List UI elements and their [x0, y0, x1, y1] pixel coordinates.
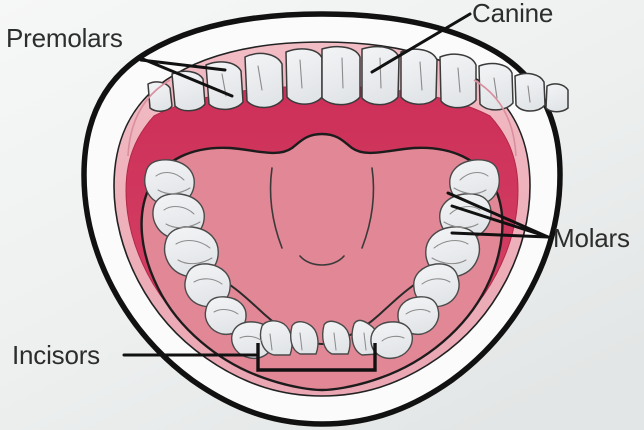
tooth-upper-L-far	[147, 81, 173, 112]
label-molars: Molars	[553, 223, 630, 253]
lower-teeth-cusps	[155, 171, 489, 351]
tooth-upper-R-premolar1	[478, 62, 514, 111]
tooth-upper-R-canine	[439, 53, 477, 109]
lower-teeth-left	[144, 159, 274, 360]
label-incisors: Incisors	[12, 340, 100, 370]
gum-shadow-lines	[127, 79, 517, 157]
leader-molars-1	[446, 191, 550, 239]
incisors-bracket	[256, 343, 377, 372]
tooth-upper-L-central-incisor	[321, 45, 361, 106]
tongue-crease-right	[361, 167, 375, 249]
tooth-lower-incisor-R1	[322, 320, 351, 355]
tooth-upper-L-lateral-incisor	[285, 48, 323, 105]
tooth-upper-R-far	[545, 83, 569, 113]
tooth-lower-R-premolar1	[397, 296, 440, 336]
tooth-upper-R-lateral-incisor	[400, 48, 438, 105]
tooth-upper-R-premolar2	[514, 72, 546, 112]
leader-molars-3	[450, 231, 550, 239]
tooth-lower-L-premolar2	[184, 263, 231, 308]
leader-lines	[122, 12, 550, 357]
tooth-lower-incisor-L1	[290, 321, 319, 355]
leader-premolars-2	[139, 58, 227, 72]
leader-premolars-1	[136, 55, 234, 98]
tongue-midline-groove	[299, 255, 345, 266]
leader-molars-2	[450, 204, 550, 239]
label-canine: Canine	[472, 0, 553, 28]
tongue-tip-curve	[187, 267, 457, 346]
tooth-lower-R-canine	[370, 321, 413, 360]
mouth-illustration	[81, 11, 569, 427]
leader-canine	[370, 12, 472, 74]
tooth-lower-R-premolar2	[413, 263, 460, 308]
label-premolars: Premolars	[6, 23, 123, 53]
tongue-crease-left	[269, 167, 283, 249]
tooth-upper-L-canine	[244, 52, 284, 109]
tooth-lower-L-premolar1	[204, 296, 247, 336]
